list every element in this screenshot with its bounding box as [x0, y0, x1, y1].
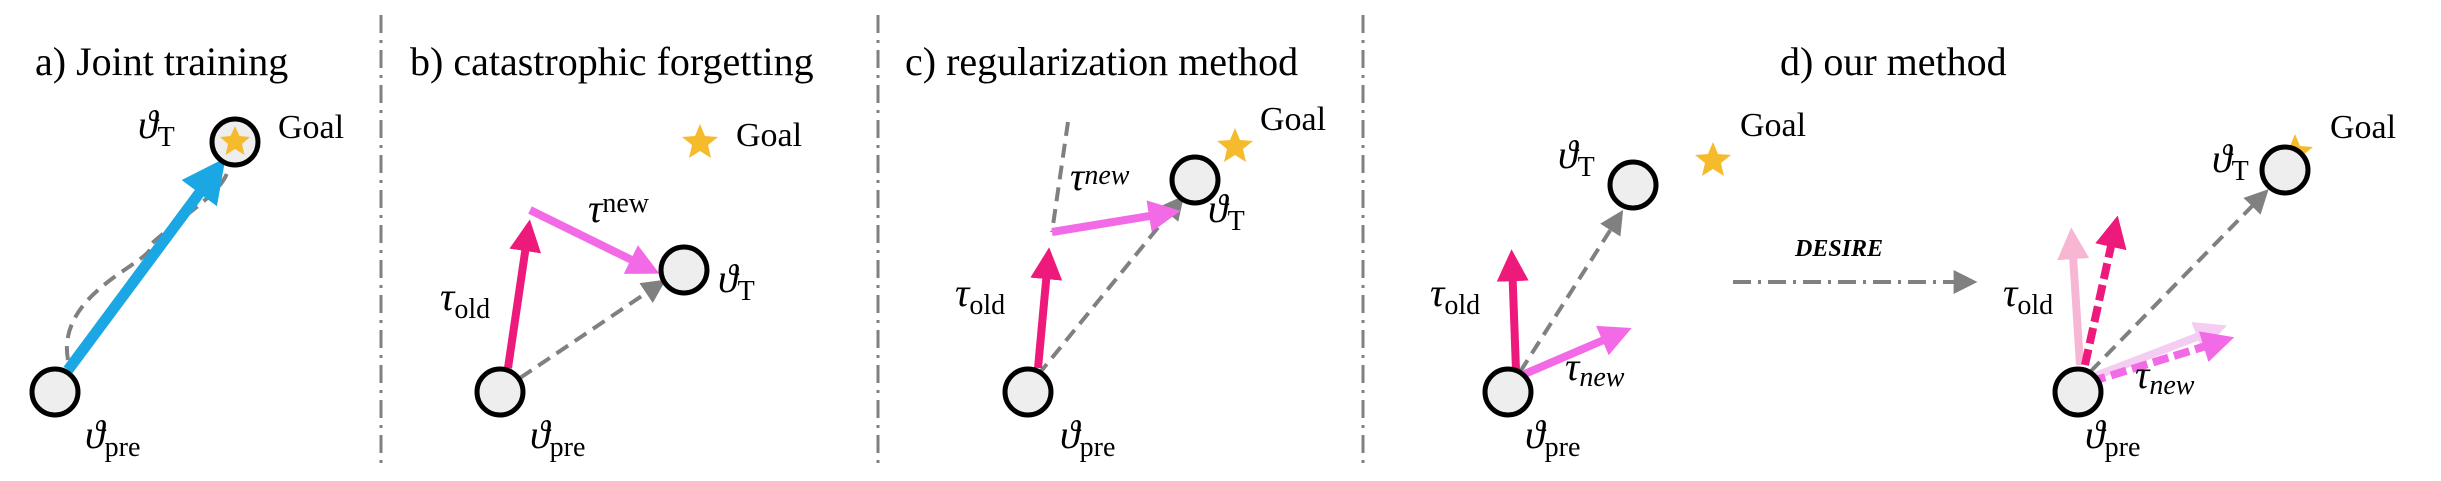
- panel-d-right-tau-new-sym: τ: [2135, 352, 2151, 397]
- panel-b-tau-new-sym: τ: [588, 186, 604, 231]
- panel-d-right-tau-old: τold: [2003, 270, 2053, 321]
- panel-d-right-tau-new-sub: new: [2149, 370, 2194, 401]
- panel-joint-training: a) Joint training Goal ϑT ϑpre: [29, 39, 344, 463]
- panel-d-right-tau-old-sym: τ: [2003, 270, 2019, 315]
- panel-d-left-tau-new: τnew: [1565, 344, 1625, 393]
- panel-a-theta-t-sub: T: [158, 122, 175, 153]
- panel-a-pre-node: [29, 366, 81, 418]
- panel-a-theta-t: ϑT: [138, 102, 175, 153]
- panel-d-transition-label: DESIRE: [1794, 236, 1883, 262]
- panel-d-left-goal-star: [1695, 142, 1731, 176]
- panel-b-theta-t-sub: T: [738, 276, 755, 307]
- panel-c-goal-star: [1217, 128, 1253, 162]
- panel-b-tau-new: τnew: [588, 186, 650, 231]
- panel-catastrophic-forgetting: b) catastrophic forgetting Goal ϑT τnew …: [410, 39, 814, 463]
- panel-b-target-node: [658, 244, 710, 296]
- panel-a-title: a) Joint training: [35, 39, 288, 84]
- panel-c-tau-new: τnew: [1070, 154, 1130, 199]
- panel-d-right-dashed-arrow: [2088, 189, 2269, 374]
- panel-d-left-theta-t: ϑT: [1558, 132, 1595, 183]
- panel-a-blue-arrow: [63, 157, 226, 374]
- panel-d-left-theta-t-sub: T: [1578, 152, 1595, 183]
- panel-b-dashed-arrow: [518, 279, 666, 380]
- panel-c-title: c) regularization method: [905, 39, 1298, 84]
- panel-d-right-old-dashed-arrow: [2081, 215, 2127, 366]
- panel-c-theta-pre: ϑpre: [1060, 412, 1115, 463]
- panel-d-right-pre-node: [2052, 366, 2104, 418]
- panel-d-left-tau-new-arrow: [1518, 325, 1632, 380]
- panel-c-goal-label: Goal: [1260, 101, 1326, 138]
- panel-d-left-theta-pre-sub: pre: [1545, 432, 1581, 463]
- panel-d-right-theta-t-sym: ϑ: [2212, 136, 2234, 181]
- panel-a-theta-pre-sym: ϑ: [85, 412, 107, 457]
- panel-d-left-theta-pre-sym: ϑ: [1525, 412, 1547, 457]
- panel-d-left-target-node: [1607, 159, 1659, 211]
- panel-a-theta-pre: ϑpre: [85, 412, 140, 463]
- panel-b-goal-star: [682, 124, 718, 158]
- panel-c-gray-guide: [1050, 121, 1070, 233]
- panel-c-tau-old-arrow: [1030, 247, 1063, 369]
- panel-d-left-dashed-arrow: [1518, 209, 1624, 374]
- panel-b-pre-node: [474, 366, 526, 418]
- panel-b-tau-new-arrow: [528, 206, 660, 274]
- panel-c-tau-old: τold: [955, 270, 1005, 321]
- panel-d-left-theta-pre: ϑpre: [1525, 412, 1580, 463]
- panel-d-right-old-faded-arrow: [2057, 227, 2090, 366]
- panel-our-method: d) our method Goal ϑT τold τnew ϑpre DES…: [1430, 39, 2396, 463]
- panel-d-right-goal-label: Goal: [2330, 109, 2396, 146]
- panel-d-left-tau-new-sub: new: [1579, 362, 1624, 393]
- panel-d-left-goal-label: Goal: [1740, 107, 1806, 144]
- panel-d-left-theta-t-sym: ϑ: [1558, 132, 1580, 177]
- panel-d-left-tau-old-arrow: [1496, 249, 1529, 371]
- panel-d-left-tau-old-sub: old: [1444, 290, 1480, 321]
- panel-a-theta-t-sym: ϑ: [138, 102, 160, 147]
- panel-b-tau-old-sub: old: [454, 294, 490, 325]
- panel-d-left-tau-new-sym: τ: [1565, 344, 1581, 389]
- panel-b-tau-old-arrow: [504, 219, 542, 369]
- panel-a-dashed-curve: [64, 138, 232, 361]
- panel-regularization-method: c) regularization method Goal ϑT τnew τo…: [905, 39, 1326, 463]
- panel-b-tau-new-sub: new: [602, 188, 649, 219]
- panel-a-goal-label: Goal: [278, 109, 344, 146]
- panel-d-right-theta-t-sub: T: [2232, 156, 2249, 187]
- panel-d-right-tau-new: τnew: [2135, 352, 2195, 401]
- panel-c-tau-new-sym: τ: [1070, 154, 1086, 199]
- panel-b-theta-pre: ϑpre: [530, 412, 585, 463]
- panel-d-left-pre-node: [1482, 366, 1534, 418]
- panel-b-goal-label: Goal: [736, 117, 802, 154]
- panel-c-tau-old-sub: old: [969, 290, 1005, 321]
- panel-c-theta-t: ϑT: [1208, 186, 1245, 237]
- panel-c-theta-pre-sym: ϑ: [1060, 412, 1082, 457]
- panel-d-right-tau-old-sub: old: [2017, 290, 2053, 321]
- panel-b-theta-t-sym: ϑ: [718, 256, 740, 301]
- panel-c-tau-new-arrow: [1051, 200, 1181, 236]
- panel-b-theta-t: ϑT: [718, 256, 755, 307]
- panel-b-theta-pre-sub: pre: [550, 432, 586, 463]
- panel-b-title: b) catastrophic forgetting: [410, 39, 814, 84]
- panel-d-right-target-node: [2259, 144, 2311, 196]
- panel-d-right-new-faded-arrow: [2088, 321, 2227, 382]
- panel-c-pre-node: [1002, 366, 1054, 418]
- panel-d-left-tau-old: τold: [1430, 270, 1480, 321]
- panel-b-theta-pre-sym: ϑ: [530, 412, 552, 457]
- panel-d-right-theta-pre: ϑpre: [2085, 412, 2140, 463]
- panel-c-theta-t-sym: ϑ: [1208, 186, 1230, 231]
- panel-d-title: d) our method: [1780, 39, 2007, 84]
- panel-a-theta-pre-sub: pre: [105, 432, 141, 463]
- panel-c-tau-new-sub: new: [1084, 160, 1129, 191]
- panel-c-target-node: [1169, 154, 1221, 206]
- panel-d-right-theta-pre-sym: ϑ: [2085, 412, 2107, 457]
- panel-d-right-theta-t: ϑT: [2212, 136, 2249, 187]
- panel-c-theta-t-sub: T: [1228, 206, 1245, 237]
- panel-d-left-tau-old-sym: τ: [1430, 270, 1446, 315]
- panel-d-right-theta-pre-sub: pre: [2105, 432, 2141, 463]
- panel-d-right-new-dashed-arrow: [2088, 331, 2235, 386]
- panel-c-theta-pre-sub: pre: [1080, 432, 1116, 463]
- panel-c-tau-old-sym: τ: [955, 270, 971, 315]
- panel-b-tau-old: τold: [440, 274, 490, 325]
- panel-b-tau-old-sym: τ: [440, 274, 456, 319]
- panel-a-goal-star: [220, 126, 250, 155]
